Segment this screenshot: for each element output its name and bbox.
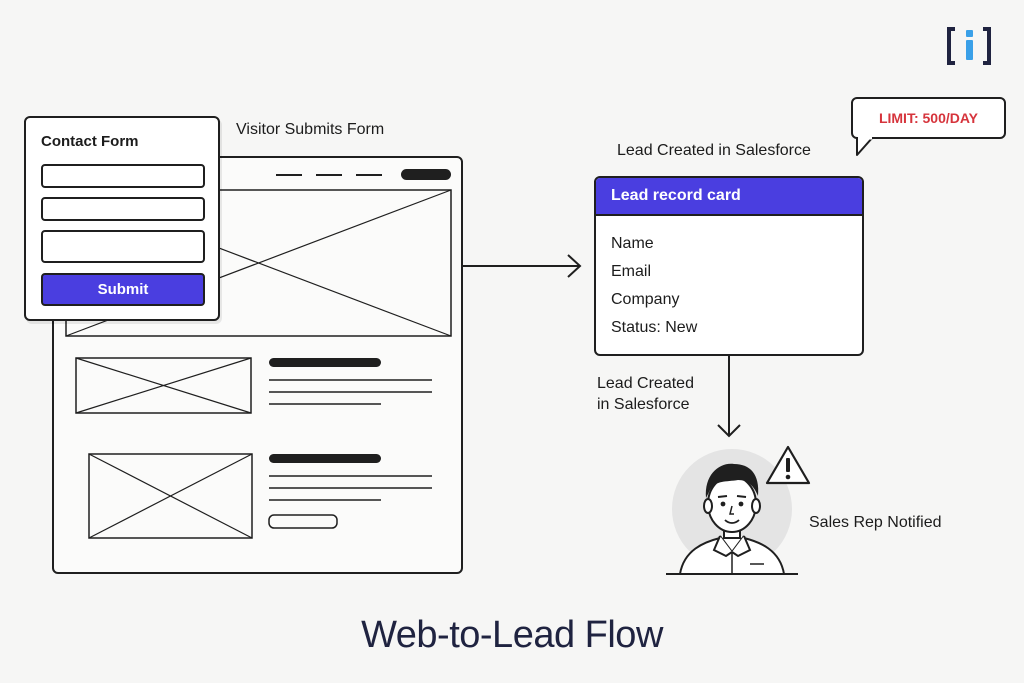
- submit-button[interactable]: Submit: [41, 273, 205, 306]
- lead-created-top-label: Lead Created in Salesforce: [617, 142, 811, 159]
- lead-field-email: Email: [611, 263, 652, 280]
- lead-card-header: Lead record card: [596, 178, 862, 216]
- logo-icon: [947, 27, 991, 65]
- warning-icon: [765, 445, 811, 485]
- form-field-2[interactable]: [41, 197, 205, 221]
- sales-rep-notified-label: Sales Rep Notified: [809, 514, 942, 531]
- lead-field-status: Status: New: [611, 319, 698, 336]
- page-title: Web-to-Lead Flow: [361, 614, 663, 656]
- arrow-right-icon: [462, 254, 582, 278]
- arrow-down-icon: [717, 354, 741, 438]
- limit-badge: LIMIT: 500/DAY: [851, 97, 1006, 139]
- form-field-1[interactable]: [41, 164, 205, 188]
- contact-form-card: Contact Form Submit: [24, 116, 220, 321]
- form-title: Contact Form: [41, 133, 139, 150]
- lead-field-company: Company: [611, 291, 680, 308]
- speech-tail-icon: [856, 137, 874, 156]
- form-field-3[interactable]: [41, 230, 205, 263]
- lead-record-card: Lead record card Name Email Company Stat…: [594, 176, 864, 356]
- person-avatar-icon: [666, 449, 798, 575]
- lead-created-side-label-1: Lead Created: [597, 375, 694, 392]
- lead-created-side-label-2: in Salesforce: [597, 396, 690, 413]
- wireframe-drawing: [65, 169, 452, 539]
- visitor-submits-label: Visitor Submits Form: [236, 121, 385, 138]
- lead-field-name: Name: [611, 235, 654, 252]
